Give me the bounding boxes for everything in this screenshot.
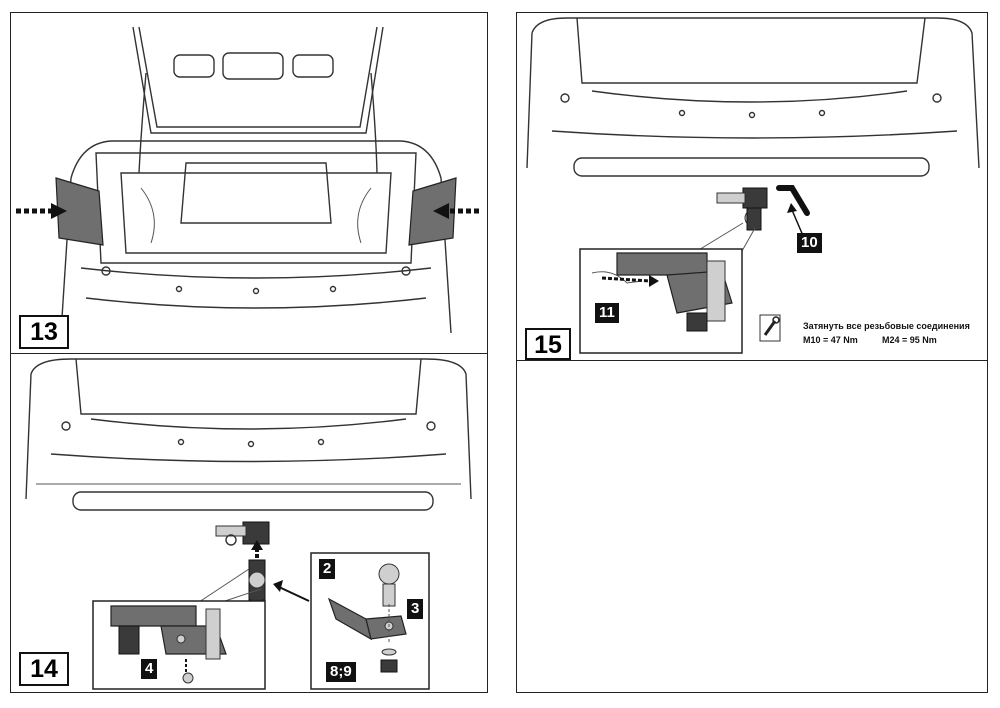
step-13-panel: 13 [10,12,488,355]
part-label-3: 3 [407,599,424,619]
dashed-arrow-icon [16,203,67,219]
torque-title: Затянуть все резьбовые соединения [803,321,970,331]
part-label-10: 10 [797,233,822,253]
left-trim-panel [55,177,104,246]
hitch-pin-illustration [526,17,980,354]
step-number-15: 15 [525,328,571,360]
trunk-open-illustration [16,26,479,334]
right-trim-panel [408,177,457,246]
torque-m24: M24 = 95 Nm [882,335,937,345]
step-15-panel: 10 11 Затянуть все резьбовые соединения … [516,12,988,362]
hitch-mount-illustration [25,358,472,690]
step-number-13: 13 [19,315,69,349]
dashed-arrow-icon [433,203,479,219]
part-label-8-9: 8;9 [326,662,356,682]
torque-m10: M10 = 47 Nm [803,335,858,345]
step-number-14: 14 [19,652,69,686]
empty-panel [516,360,988,693]
step-14-panel: 2 3 4 8;9 14 [10,353,488,693]
part-label-2: 2 [319,559,336,579]
wrench-icon [763,316,780,336]
part-label-4: 4 [141,659,158,679]
part-label-11: 11 [595,303,619,323]
